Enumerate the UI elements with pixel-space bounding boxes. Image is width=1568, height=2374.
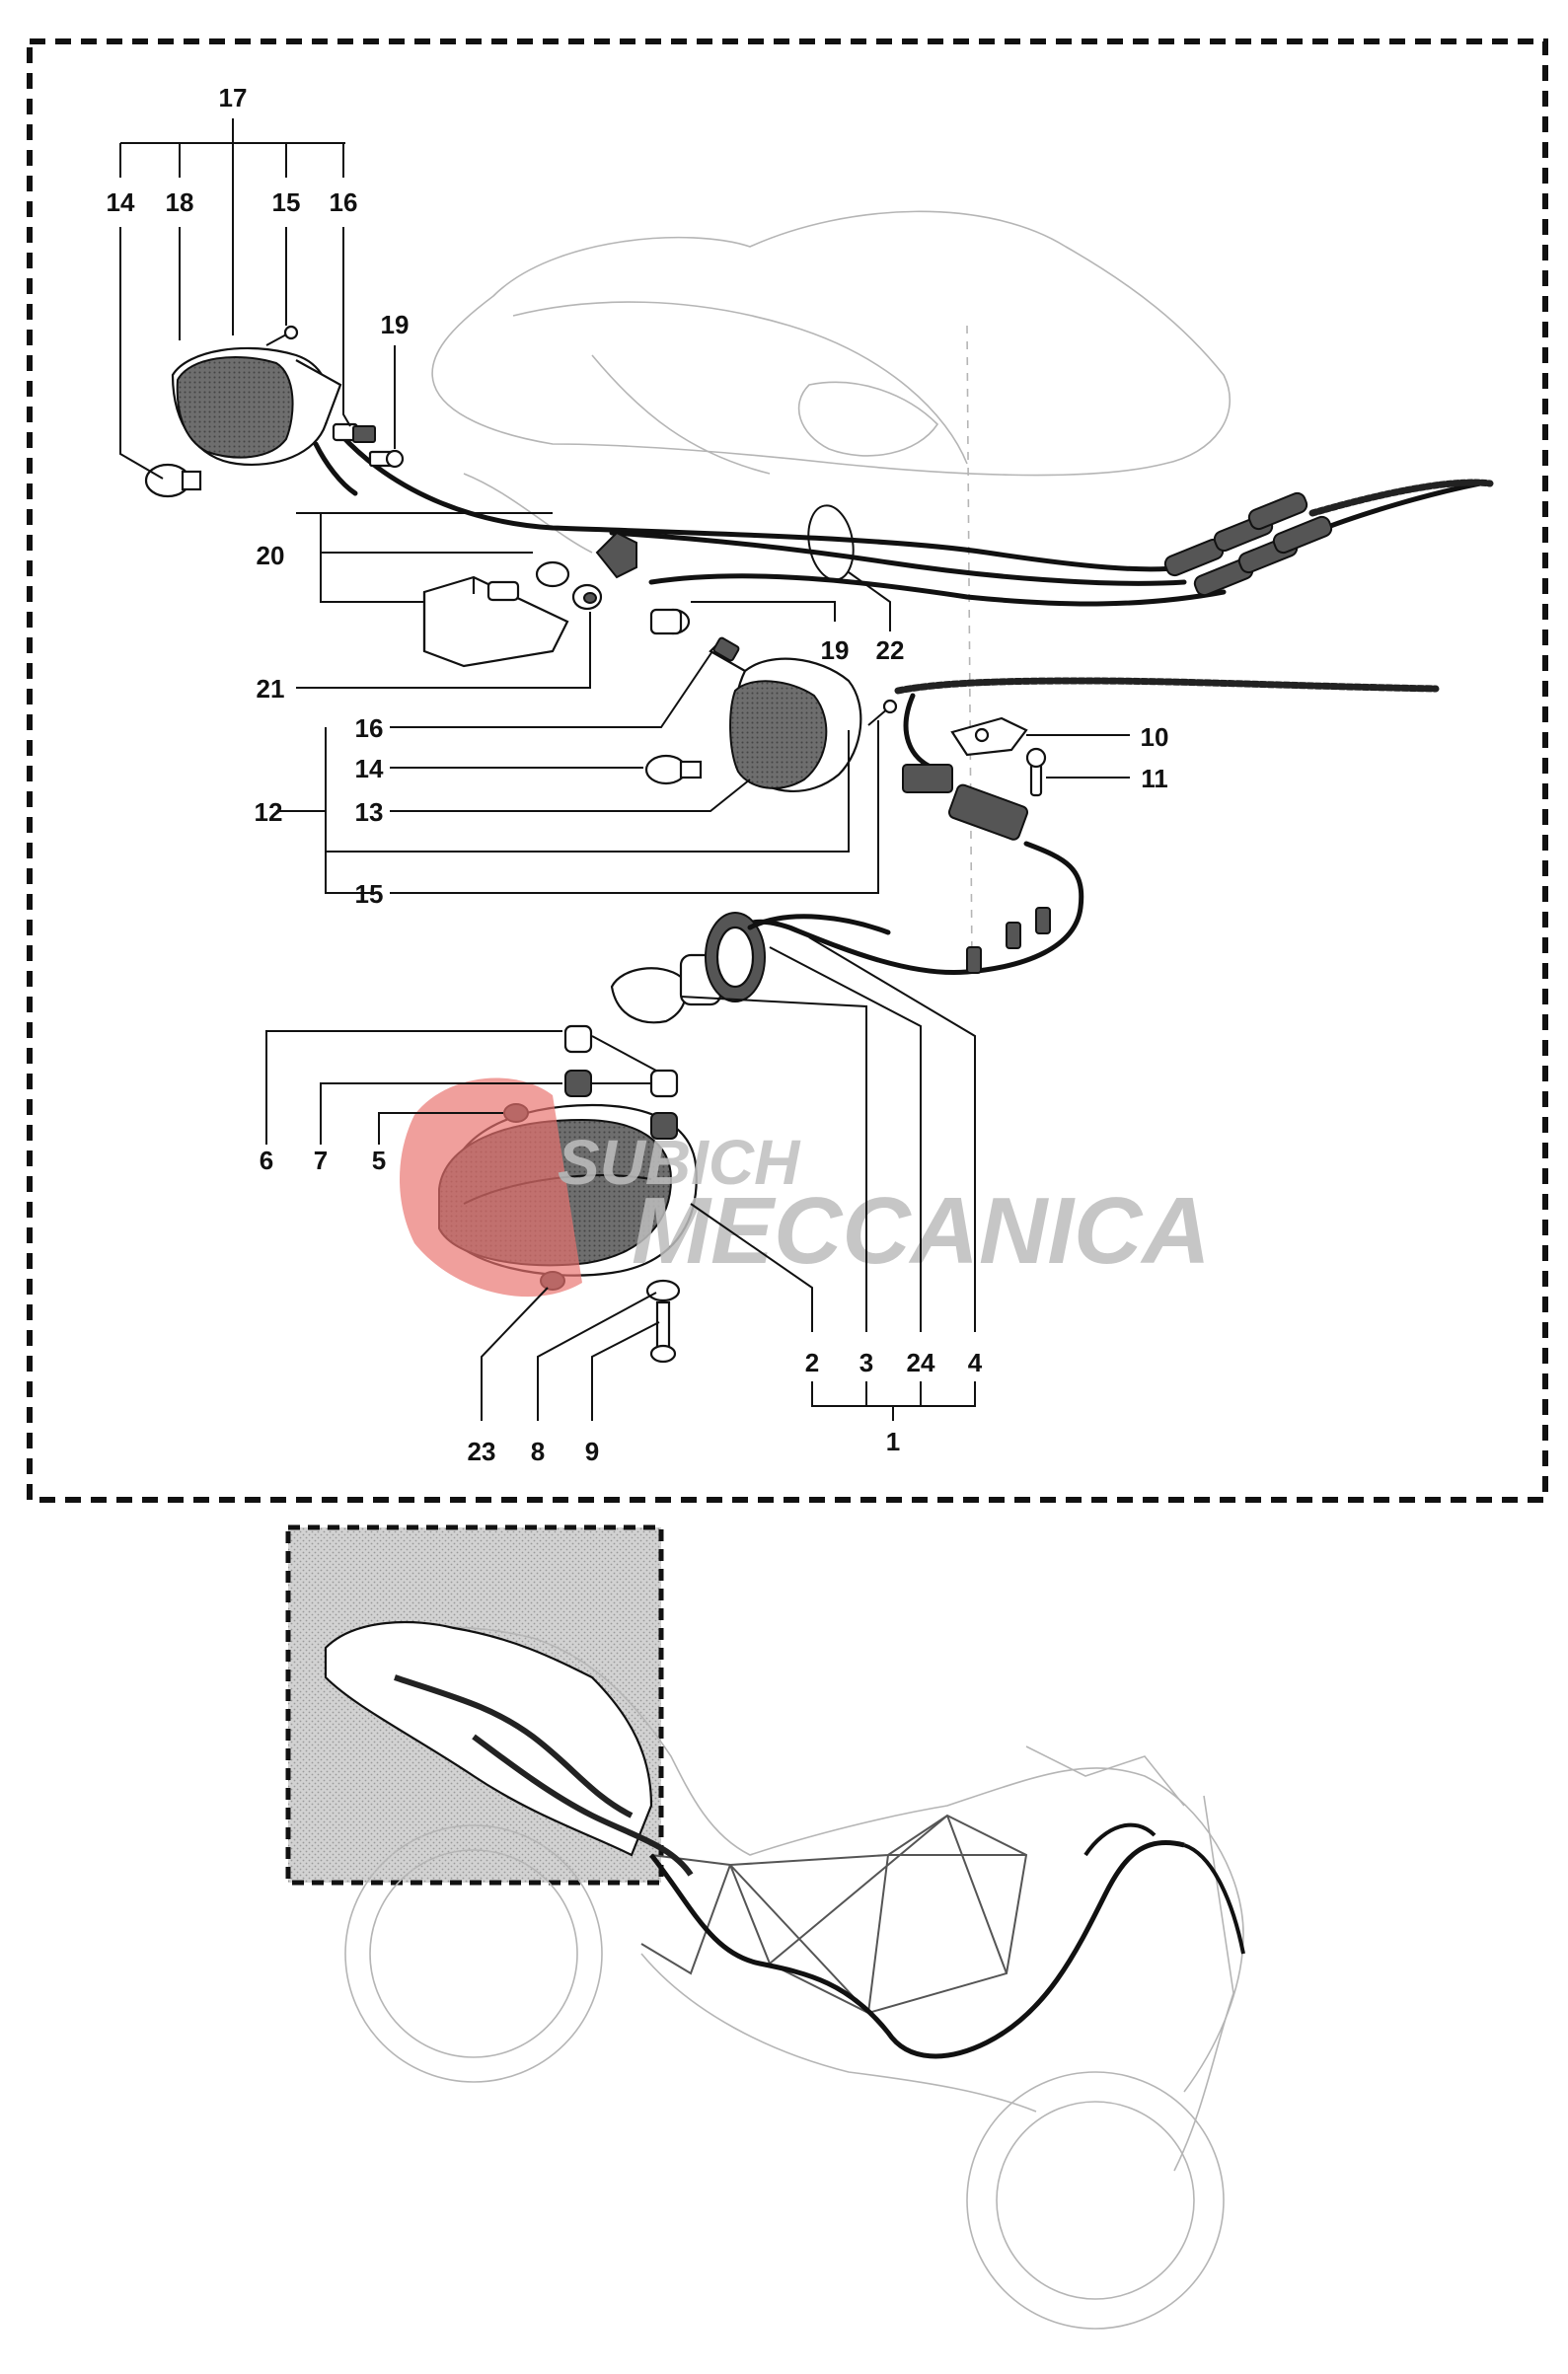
callout-4: 4 [968,1348,983,1377]
watermark-line1: SUBICH [558,1127,801,1198]
callout-16-right: 16 [355,713,384,743]
callout-5: 5 [372,1146,386,1175]
callout-19: 19 [381,310,410,339]
callout-3: 3 [859,1348,873,1377]
callout-17: 17 [219,83,248,112]
callout-12: 12 [255,797,283,827]
callout-labels: 17 14 18 15 16 19 20 21 19 22 16 14 12 1… [107,83,1169,1466]
callout-14-right: 14 [355,754,384,783]
callout-14: 14 [107,187,135,217]
callout-2: 2 [805,1348,819,1377]
callout-9: 9 [585,1437,599,1466]
callout-23: 23 [468,1437,496,1466]
callout-13: 13 [355,797,384,827]
callout-7: 7 [314,1146,328,1175]
callout-18: 18 [166,187,194,217]
plate-light-harness [737,677,1440,976]
callout-8: 8 [531,1437,545,1466]
callout-1: 1 [886,1427,900,1456]
callout-24: 24 [907,1348,935,1377]
tail-light-bulb-socket [610,912,891,1024]
callout-22: 22 [876,635,905,665]
motorcycle-overview [285,1524,1245,2330]
left-turn-indicator [144,325,405,498]
callout-21: 21 [257,674,285,704]
callout-19-right: 19 [821,635,850,665]
callout-10: 10 [1141,722,1169,752]
license-plate-light [422,531,637,668]
callout-15-right: 15 [355,879,384,909]
callout-11: 11 [1141,764,1168,793]
callout-16: 16 [330,187,358,217]
right-turn-indicator [644,608,898,793]
mounting-bracket [950,716,1047,797]
bullet-connectors [1163,479,1494,597]
main-wiring-harness [337,431,1494,607]
callout-6: 6 [260,1146,273,1175]
tank-outline [431,210,1232,968]
callout-20: 20 [257,541,285,570]
leader-lines [119,118,1130,1421]
watermark: SUBICH MECCANICA [400,1077,1211,1298]
callout-15: 15 [272,187,301,217]
exploded-view-frame [27,38,1548,1503]
